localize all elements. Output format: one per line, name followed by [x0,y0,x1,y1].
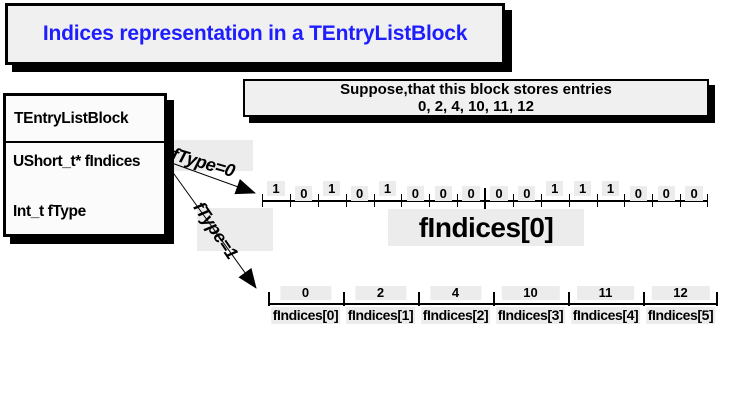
class-box: TEntryListBlock UShort_t* fIndices Int_t… [3,93,167,237]
bit-cell: 0 [485,180,513,214]
class-field-ftype: Int_t fType [13,203,86,220]
entry-cell: 12 fIndices[5] [643,283,718,325]
entry-label: fIndices[5] [645,307,716,324]
entry-cell: 11 fIndices[4] [568,283,643,325]
entry-cell: 0 fIndices[0] [268,283,343,325]
entry-cell: 4 fIndices[2] [418,283,493,325]
entry-label: fIndices[3] [495,307,566,324]
entry-value: 4 [429,286,482,300]
bit-cell: 0 [652,180,680,214]
bit-cell: 0 [401,180,429,214]
ftype1-label-background [197,208,273,251]
bit-cell: 0 [429,180,457,214]
bit-value: 1 [323,181,341,196]
class-name: TEntryListBlock [6,96,164,143]
ftype0-label-background [170,140,253,171]
ftype1-arrow [168,166,257,289]
bit-cell: 0 [624,180,652,214]
bit-value: 0 [462,186,480,201]
bit-value: 0 [657,186,675,201]
bit-value: 0 [518,186,536,201]
page-title: Indices representation in a TEntryListBl… [42,22,468,45]
entry-array: 0 fIndices[0] 2 fIndices[1] 4 fIndices[2… [268,283,718,325]
entry-value: 2 [354,286,407,300]
bit-value: 0 [490,186,508,201]
bit-array: 1 0 1 0 1 0 [262,180,708,214]
note-box: Suppose,that this block stores entries 0… [243,79,709,117]
bit-cell: 0 [457,180,485,214]
bit-value: 1 [546,181,564,196]
bit-cell: 1 [262,180,290,214]
bit-cell: 1 [568,180,597,214]
bit-value: 1 [601,181,620,196]
bit-cell: 1 [373,180,402,214]
entry-cell: 2 fIndices[1] [343,283,418,325]
bit-value: 1 [573,181,592,196]
entry-label: fIndices[0] [270,307,341,324]
bit-value: 0 [434,186,452,201]
ftype0-arrow [168,161,256,195]
note-line-2: 0, 2, 4, 10, 11, 12 [418,98,534,115]
entry-array-axis: 0 fIndices[0] 2 fIndices[1] 4 fIndices[2… [268,283,718,325]
note-line-1: Suppose,that this block stores entries [340,81,612,98]
entry-value: 11 [576,286,635,300]
bit-value: 0 [629,186,647,201]
entry-value: 10 [501,286,560,300]
bit-value: 0 [406,186,424,201]
entry-label: fIndices[1] [345,307,416,324]
entry-value: 12 [651,286,710,300]
bit-cell: 0 [680,180,708,214]
bit-array-axis: 1 0 1 0 1 0 [262,180,708,214]
bit-cell: 1 [540,180,569,214]
bit-cell: 1 [317,180,346,214]
bit-array-caption: fIndices[0] [388,209,584,246]
entry-cell: 10 fIndices[3] [493,283,568,325]
bit-value: 0 [350,186,369,201]
bit-cell: 0 [289,180,318,214]
bit-cell: 1 [596,180,625,214]
entry-label: fIndices[2] [420,307,491,324]
bit-cell: 0 [345,180,374,214]
bit-value: 1 [378,181,397,196]
bit-value: 0 [685,186,703,201]
class-field-findices: UShort_t* fIndices [13,153,141,170]
bit-value: 0 [295,186,313,201]
bit-value: 1 [267,181,285,196]
entry-value: 0 [279,286,332,300]
bit-cell: 0 [512,180,541,214]
title-banner: Indices representation in a TEntryListBl… [5,3,505,65]
entry-label: fIndices[4] [570,307,641,324]
